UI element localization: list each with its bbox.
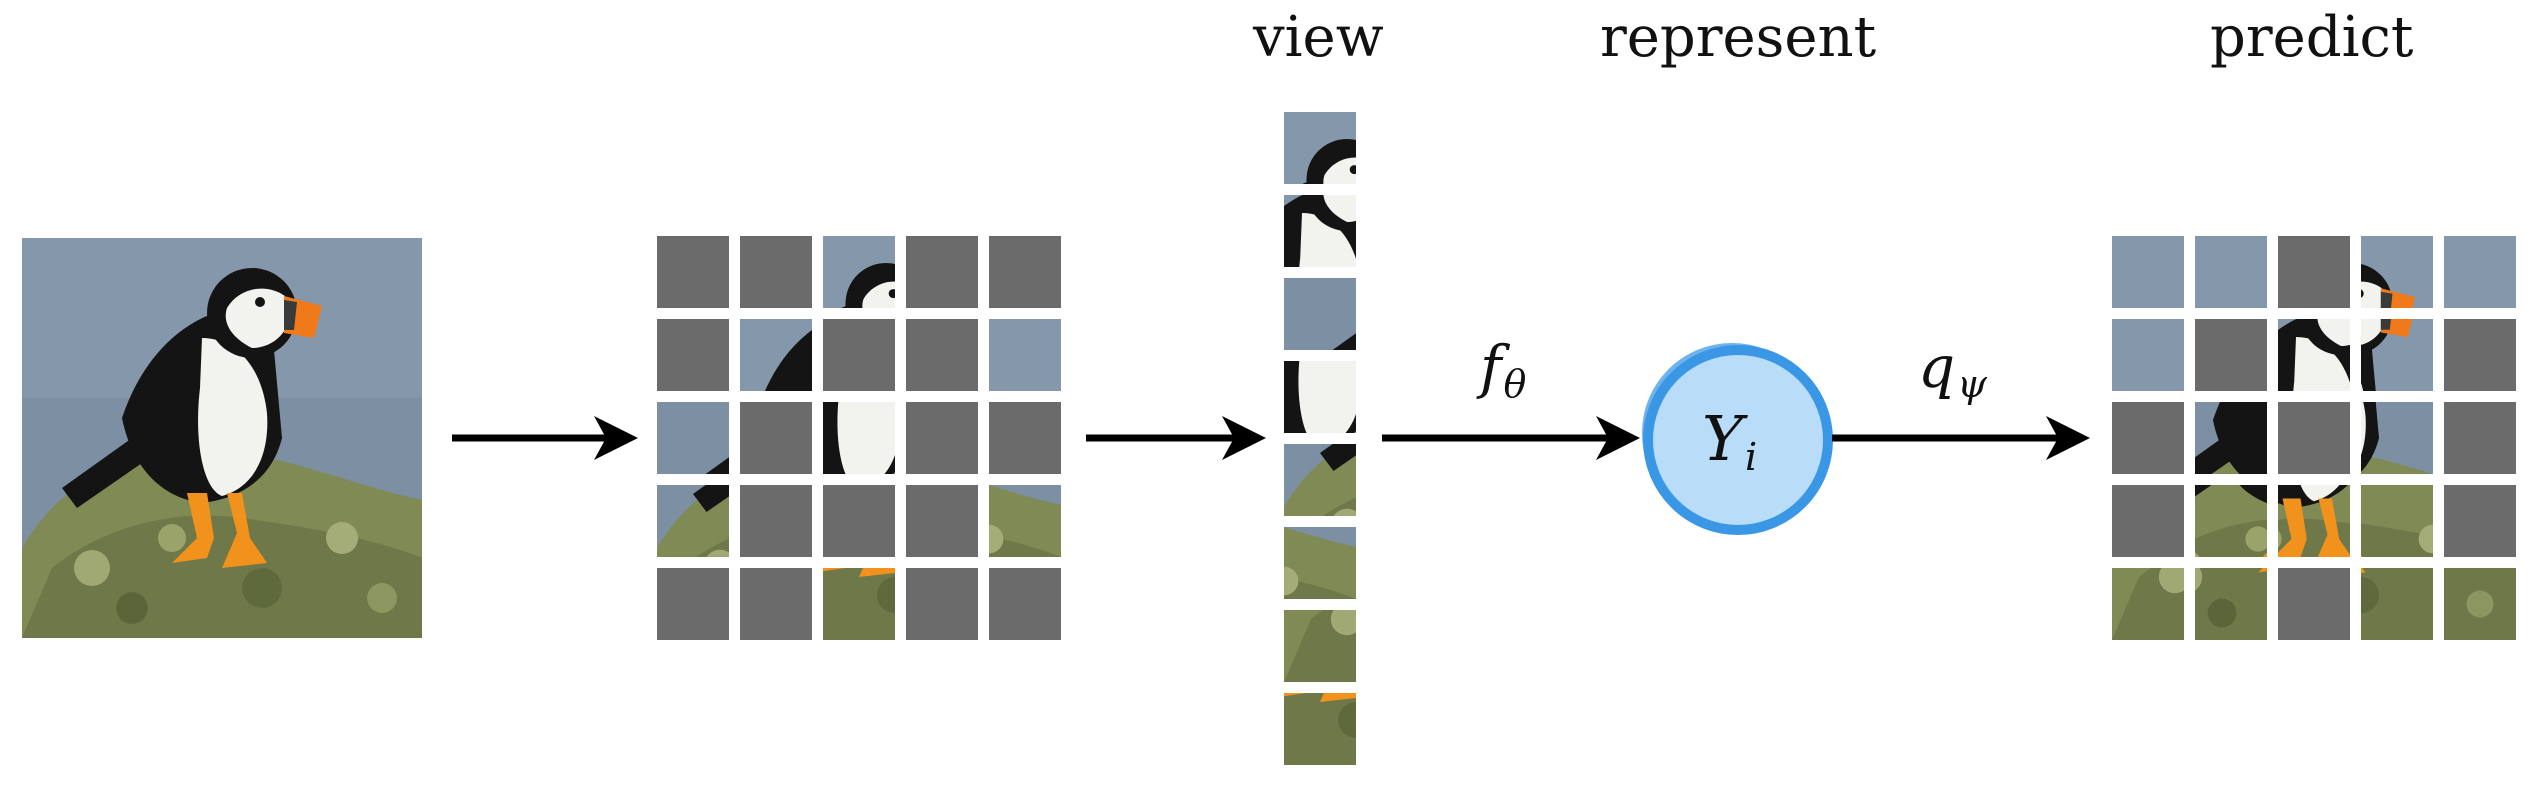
encoder-label: fθ	[1480, 338, 1526, 403]
masked-grid-masked-cell	[989, 568, 1061, 640]
view-patch	[1284, 361, 1356, 433]
masked-grid-masked-cell	[740, 568, 812, 640]
prediction-grid-masked-cell	[2278, 402, 2350, 474]
masked-grid-masked-cell	[740, 236, 812, 308]
masked-grid-masked-cell	[657, 236, 729, 308]
masked-grid-masked-cell	[906, 485, 978, 557]
masked-grid-masked-cell	[906, 236, 978, 308]
prediction-grid-masked-cell	[2278, 568, 2350, 640]
encoder-subscript: θ	[1503, 362, 1527, 406]
arrow-view-to-latent	[1382, 416, 1640, 460]
prediction-grid-masked-cell	[2278, 236, 2350, 308]
latent-subscript: i	[1744, 435, 1758, 479]
masked-grid-masked-cell	[657, 319, 729, 391]
latent-node	[1642, 343, 1833, 535]
masked-grid-masked-cell	[989, 402, 1061, 474]
prediction-patch-grid	[2112, 236, 2516, 640]
masked-grid-masked-cell	[906, 319, 978, 391]
masked-grid-masked-cell	[906, 568, 978, 640]
latent-symbol: Y	[1702, 402, 1743, 475]
masked-grid-masked-cell	[740, 402, 812, 474]
masked-grid-masked-cell	[823, 485, 895, 557]
prediction-grid-masked-cell	[2112, 402, 2184, 474]
arrow-mask-to-view	[1086, 416, 1266, 460]
heading-represent: represent	[1600, 5, 1877, 70]
prediction-grid-masked-cell	[2112, 485, 2184, 557]
arrow-input-to-mask	[452, 416, 638, 460]
prediction-grid-masked-cell	[2444, 319, 2516, 391]
masked-grid-visible-patch	[823, 402, 895, 474]
arrow-latent-to-prediction	[1832, 416, 2090, 460]
masked-grid-masked-cell	[823, 319, 895, 391]
masked-grid-masked-cell	[740, 485, 812, 557]
predictor-subscript: ψ	[1957, 362, 1987, 406]
prediction-grid-masked-cell	[2444, 402, 2516, 474]
prediction-grid-masked-cell	[2195, 319, 2267, 391]
heading-predict: predict	[2210, 5, 2414, 70]
encoder-symbol: f	[1480, 333, 1502, 401]
predictor-label: qψ	[1918, 338, 1987, 403]
input-image	[22, 238, 422, 638]
masked-grid-masked-cell	[657, 568, 729, 640]
masked-patch-grid	[657, 236, 1061, 640]
prediction-grid-masked-cell	[2444, 485, 2516, 557]
latent-label: Yi	[1702, 408, 1758, 479]
masked-grid-masked-cell	[906, 402, 978, 474]
masked-grid-masked-cell	[989, 236, 1061, 308]
heading-view: view	[1253, 5, 1384, 70]
predictor-symbol: q	[1918, 333, 1956, 401]
